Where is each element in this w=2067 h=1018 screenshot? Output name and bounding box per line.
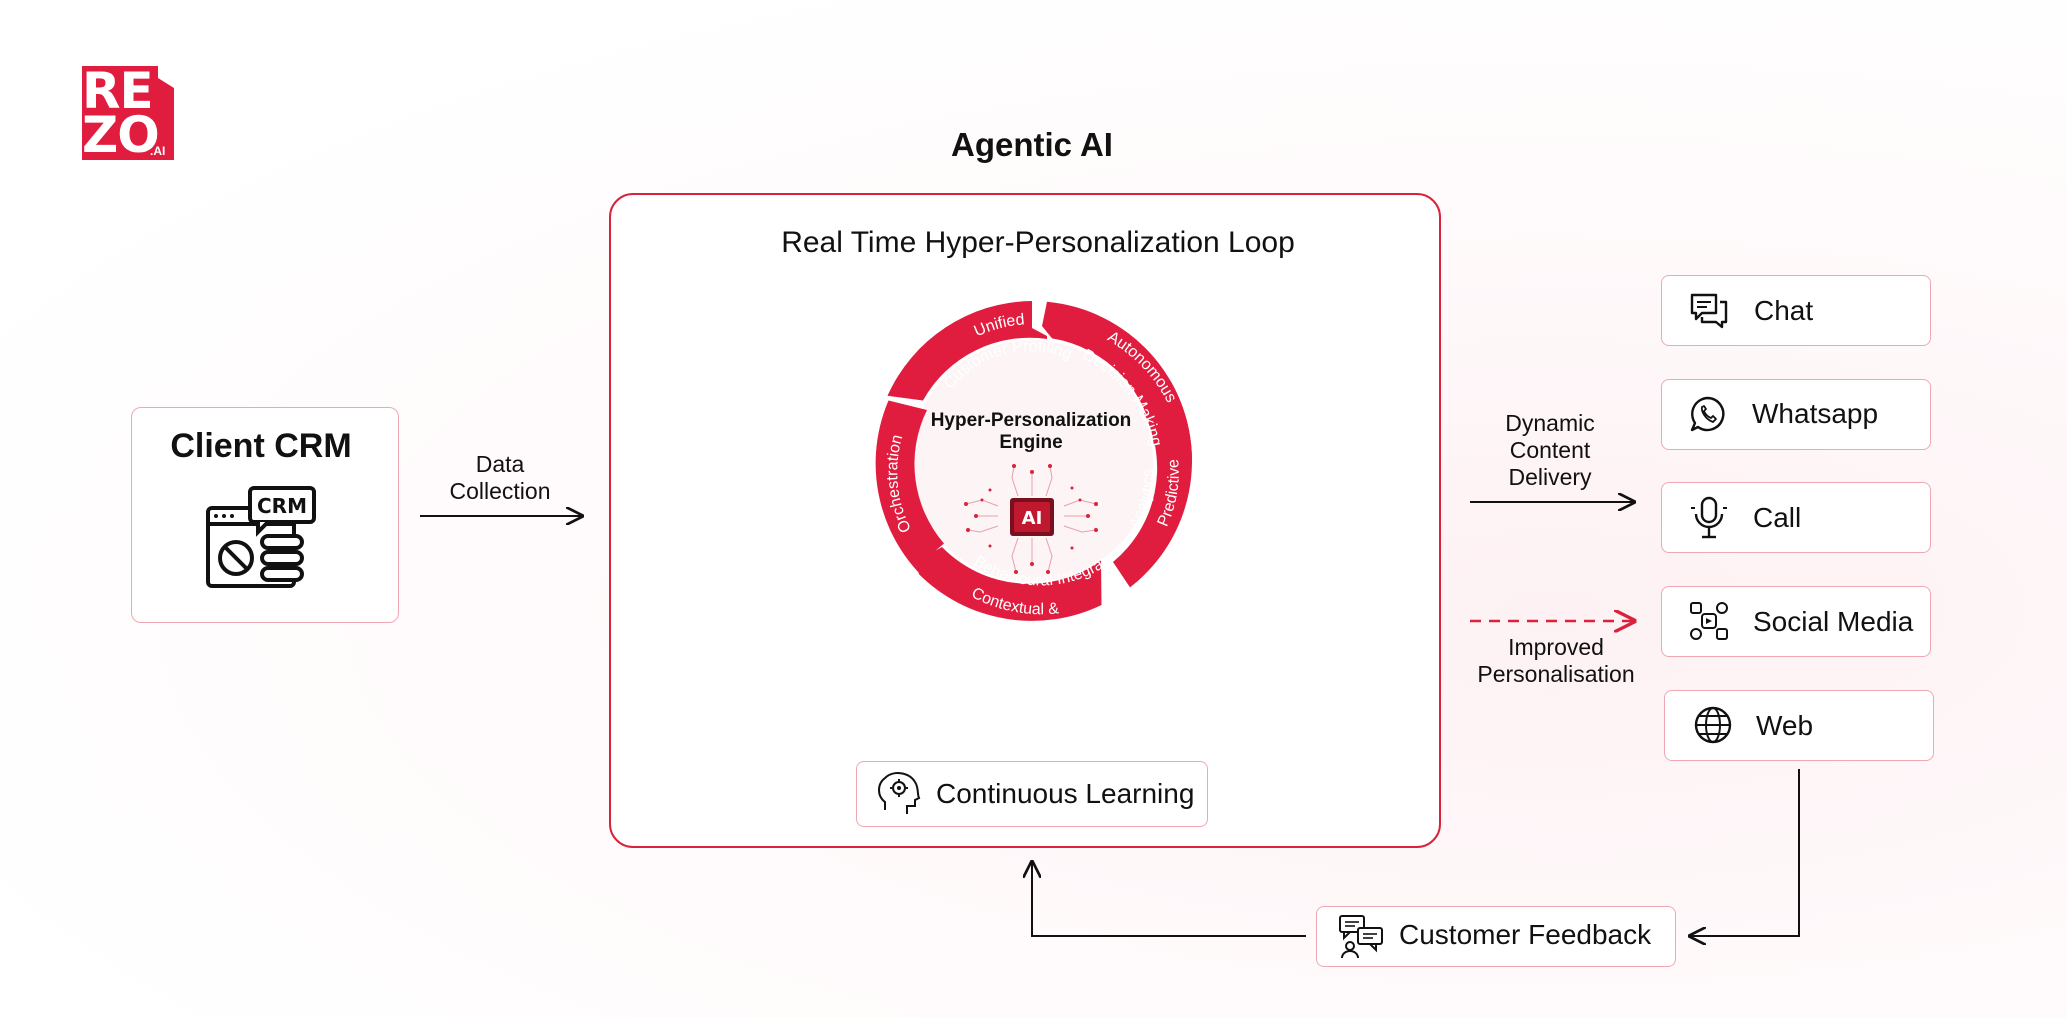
loop-title: Real Time Hyper-Personalization Loop <box>781 226 1295 259</box>
channel-chat-label: Chat <box>1754 295 1814 326</box>
engine-title: Hyper-Personalization Engine <box>930 410 1132 453</box>
diagram-title: Agentic AI <box>951 126 1113 163</box>
learning-head-icon <box>878 772 921 814</box>
logo-background <box>82 66 174 160</box>
channel-chat <box>1661 275 1931 346</box>
channel-whatsapp-label: Whatsapp <box>1752 398 1879 429</box>
ai-chip-icon: AI <box>964 464 1098 574</box>
continuous-learning-box <box>856 761 1208 827</box>
web-to-feedback-arrow <box>1690 769 1800 936</box>
dynamic-delivery-label: Dynamic Content Delivery <box>1505 410 1595 490</box>
channel-call <box>1661 482 1931 553</box>
feedback-to-agentic-arrow <box>1032 862 1306 937</box>
customer-feedback-label: Customer Feedback <box>1399 919 1652 950</box>
segment-omnichannel-orchestration <box>875 400 944 594</box>
social-media-icon <box>1690 602 1728 640</box>
rezo-logo: RE ZO .AI <box>80 64 176 162</box>
segment-predictive-analytics <box>1113 381 1192 588</box>
continuous-learning-label: Continuous Learning <box>936 778 1195 809</box>
segment-contextual-behavioural-integration <box>917 547 1102 621</box>
data-collection-label: Data Collection <box>449 451 551 504</box>
improved-personalisation-label: Improved Personalisation <box>1477 634 1635 687</box>
crm-icon: CRM <box>206 486 316 588</box>
logo-suffix: .AI <box>150 144 166 158</box>
globe-icon <box>1694 706 1732 744</box>
logo-line-1: RE <box>82 62 154 120</box>
channel-social-media-label: Social Media <box>1753 606 1914 637</box>
feedback-icon <box>1339 915 1383 958</box>
logo-line-2: ZO <box>82 106 160 164</box>
chip-label: AI <box>1022 508 1043 529</box>
client-crm-title: Client CRM <box>170 427 352 465</box>
chat-icon <box>1690 293 1728 329</box>
channel-web-label: Web <box>1756 710 1814 741</box>
hyper-personalization-cycle: Customer Profiling Unified Autonomous De… <box>852 281 1212 641</box>
crm-icon-label: CRM <box>257 494 307 518</box>
engine-disc <box>911 340 1153 582</box>
microphone-icon <box>1691 496 1727 539</box>
channel-call-label: Call <box>1753 502 1802 533</box>
segment-unified-customer-profiling <box>887 301 1047 401</box>
whatsapp-icon <box>1690 396 1725 432</box>
